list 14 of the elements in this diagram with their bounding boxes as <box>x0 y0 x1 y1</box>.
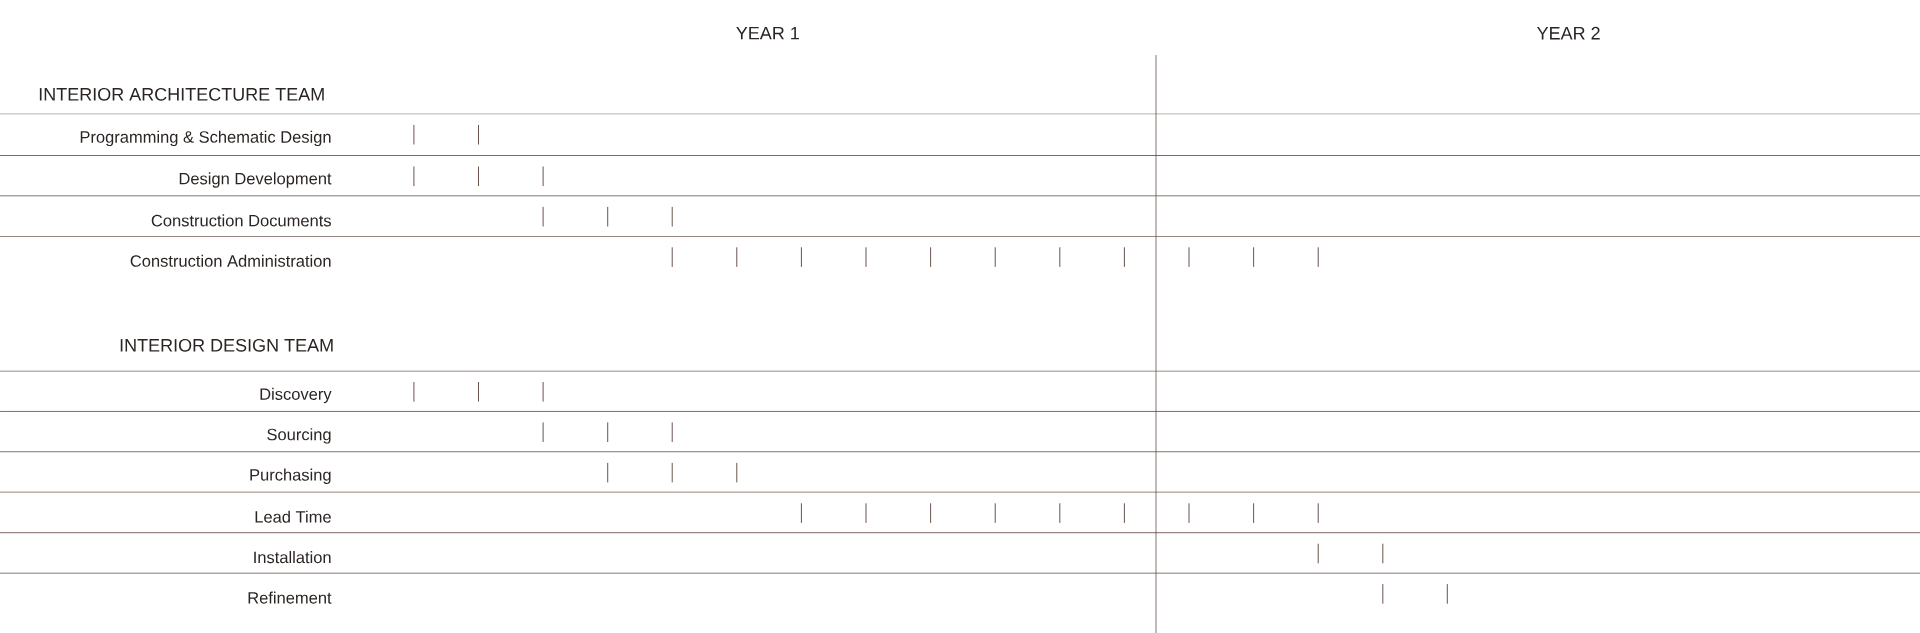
year-heading: YEAR 2 <box>1537 26 1600 40</box>
task-label: Construction Administration <box>130 254 331 267</box>
task-label: Sourcing <box>267 428 331 444</box>
task-label: Lead Time <box>255 510 331 523</box>
task-label: Design Development <box>179 172 332 188</box>
task-label: Programming & Schematic Design <box>80 130 331 147</box>
task-label: Installation <box>254 551 331 564</box>
task-label: Purchasing <box>250 468 331 484</box>
task-label: Discovery <box>260 387 332 404</box>
task-label: Refinement <box>248 591 332 604</box>
task-label: Construction Documents <box>151 214 331 227</box>
year-heading: YEAR 1 <box>736 26 799 40</box>
team-heading: INTERIOR DESIGN TEAM <box>120 338 333 352</box>
team-heading: INTERIOR ARCHITECTURE TEAM <box>39 87 324 101</box>
